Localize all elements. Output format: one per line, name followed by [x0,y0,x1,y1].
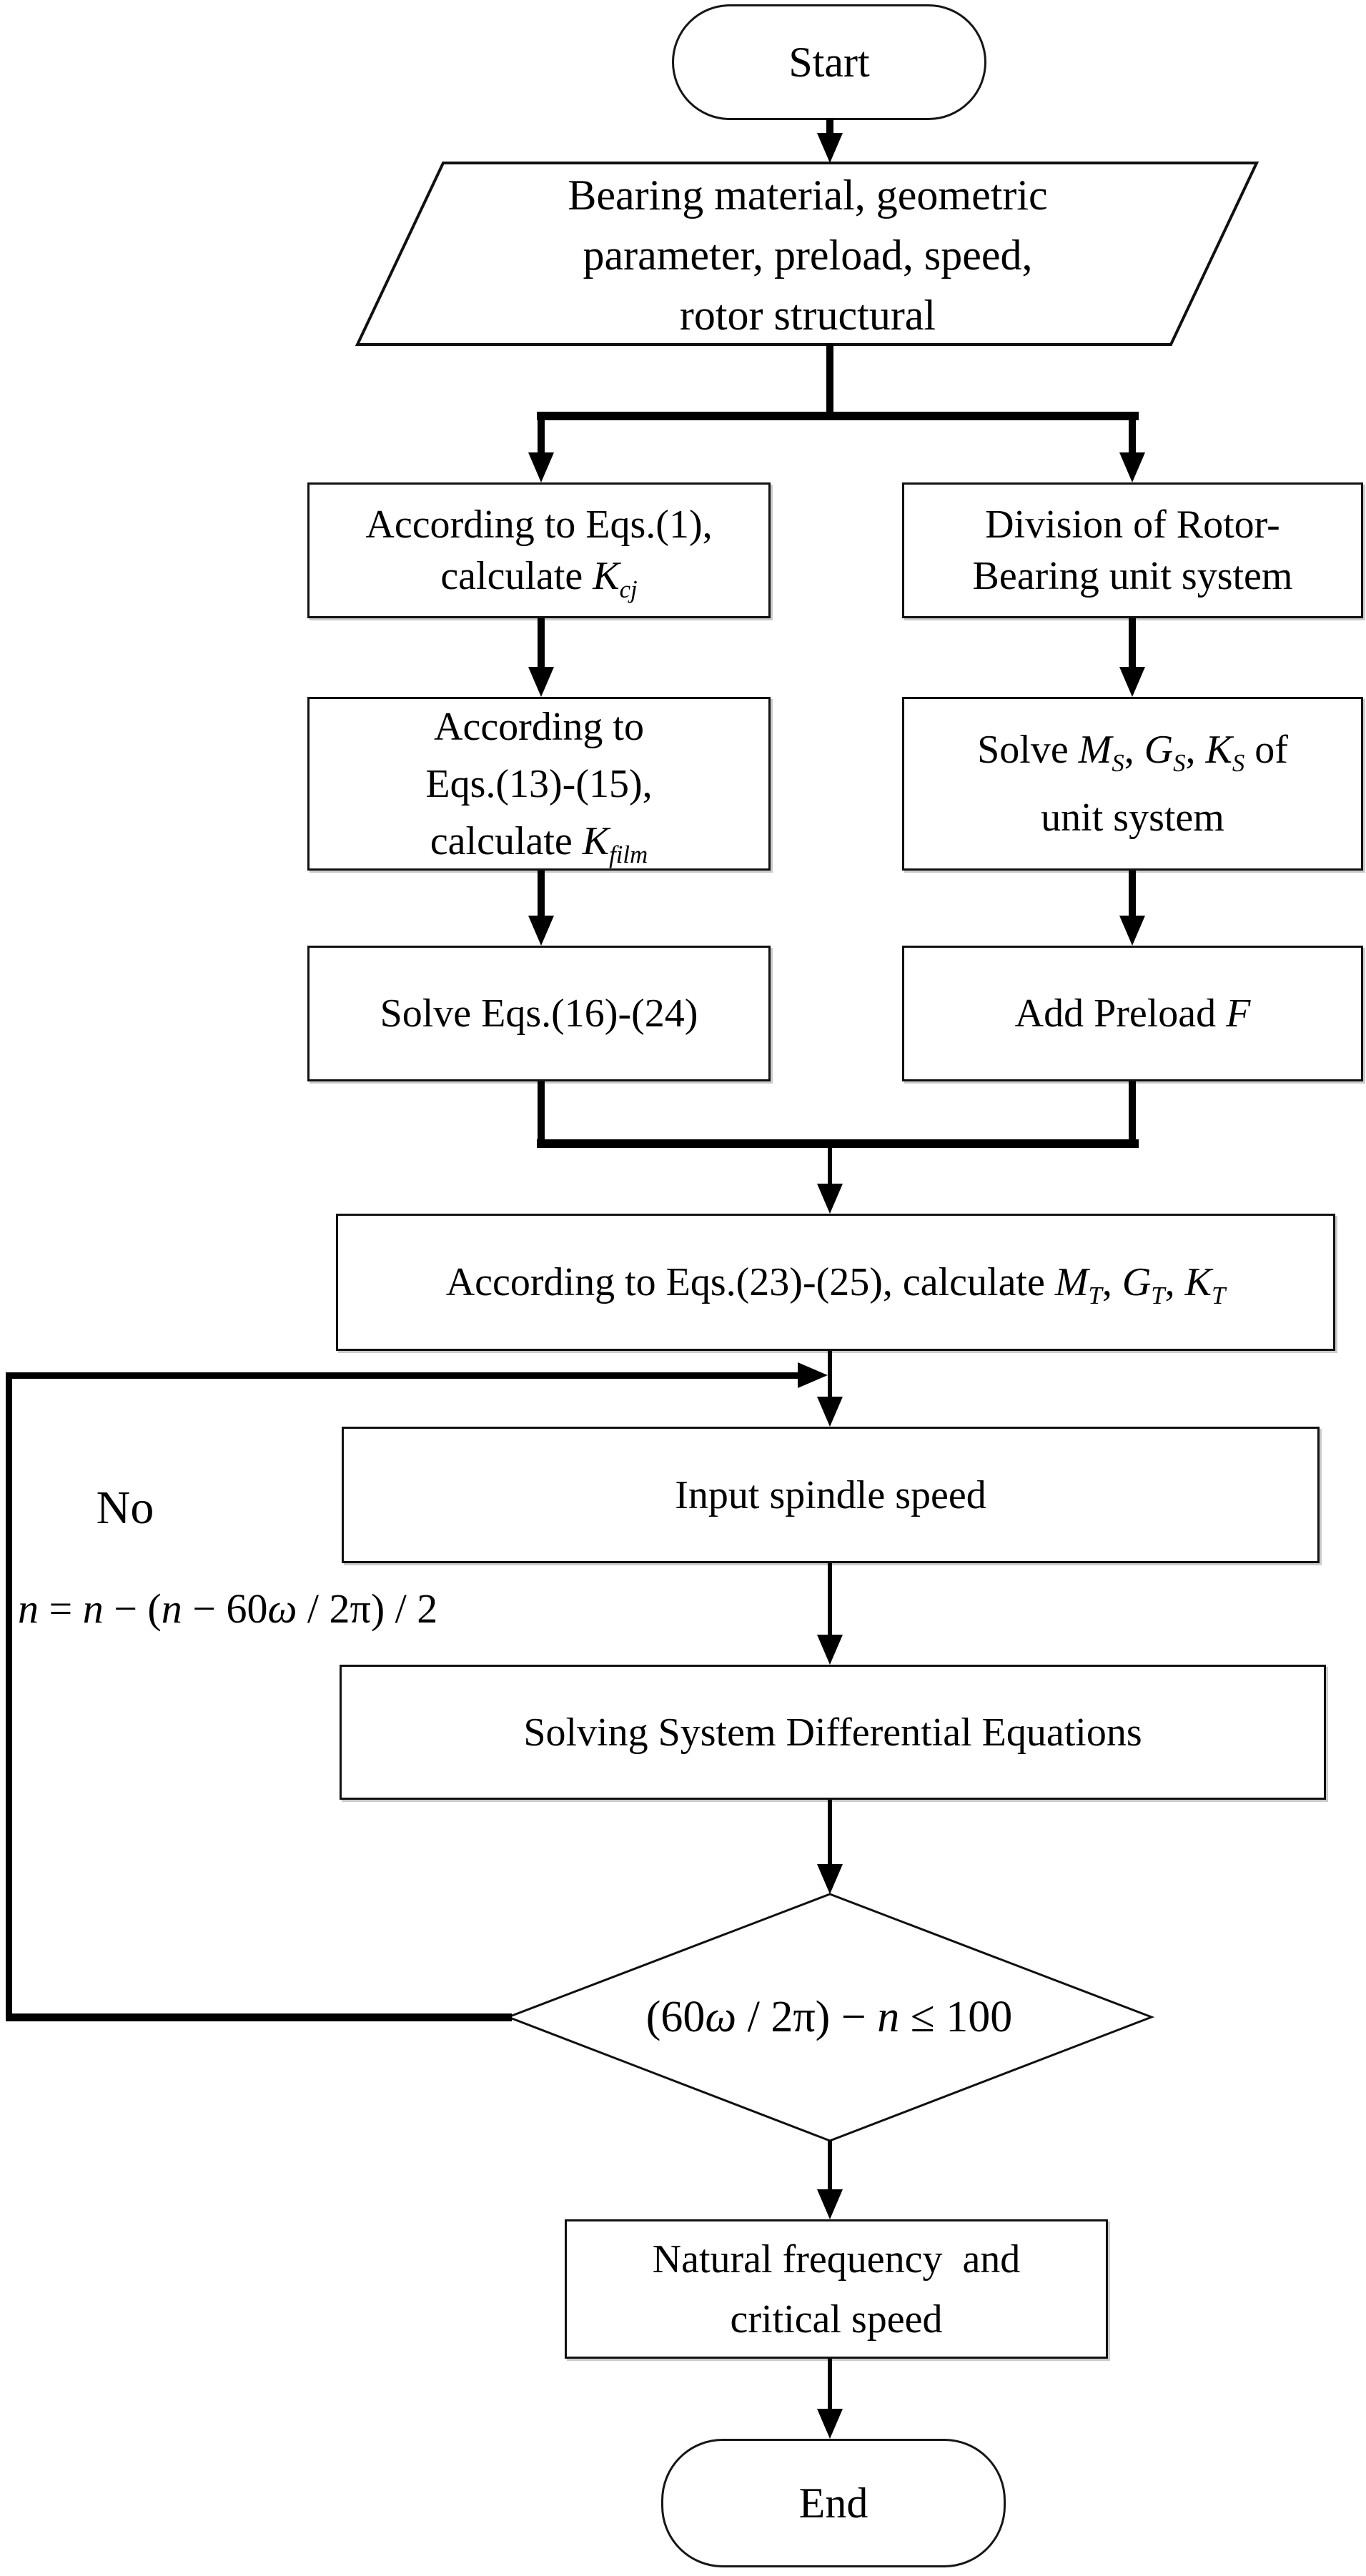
arrowhead-solve-to-preload [1119,916,1145,946]
line-start-to-input [826,119,833,137]
line-preload-to-merge [1129,1081,1136,1148]
line-decision-to-natfreq [828,2141,832,2192]
loop-bottom-line [6,2013,512,2021]
line-kcj-to-kfilm [538,618,545,670]
line-merge-to-calcmt [828,1144,832,1187]
loop-top-line [6,1372,799,1379]
line-kfilm-to-eqs [538,871,545,918]
process-calc-mt-gt-kt: According to Eqs.(23)-(25), calculate MT… [336,1214,1335,1351]
input-parallelogram-shape [355,162,1259,346]
arrowhead-merge-to-calcmt [817,1184,843,1214]
arrowhead-to-inputspeed [817,1397,843,1427]
arrowhead-kcj-to-kfilm [528,667,554,697]
arrowhead-natfreq-to-end [817,2409,843,2439]
process-solve-eqs-16-24: Solve Eqs.(16)-(24) [307,946,771,1081]
arrowhead-kfilm-to-eqs [528,916,554,946]
split-bar [537,412,1139,420]
decision-condition: (60ω / 2π) − n ≤ 100 [645,1992,1013,2041]
arrowhead-division-to-solve [1119,667,1145,697]
line-eqs-to-merge [538,1081,545,1148]
line-inputspeed-to-solving [828,1563,832,1638]
process-input-spindle-speed: Input spindle speed [342,1427,1320,1563]
arrowhead-start-to-input [817,133,843,163]
arrowhead-split-left [528,452,554,482]
line-split-left [538,412,545,456]
line-split-right [1129,412,1136,456]
process-add-preload: Add Preload F [902,946,1363,1081]
line-solving-to-decision [828,1800,832,1867]
loop-left-line [6,1372,12,2021]
arrowhead-inputspeed-to-solving [817,1635,843,1665]
process-division-rotor-bearing: Division of Rotor-Bearing unit system [902,482,1363,618]
start-terminator: Start [672,4,986,120]
end-terminator: End [661,2439,1006,2567]
arrowhead-decision-to-natfreq [817,2189,843,2219]
line-input-to-split [826,343,833,416]
merge-bar [537,1139,1139,1148]
line-natfreq-to-end [828,2359,832,2412]
no-branch-label: No [96,1481,154,1534]
line-calcmt-to-inputspeed [828,1351,832,1400]
line-solve-to-preload [1129,871,1136,918]
no-branch-equation: n = n − (n − 60ω / 2π) / 2 [18,1585,438,1632]
arrowhead-loop-join [798,1362,828,1388]
line-division-to-solve [1129,618,1136,670]
process-calc-kcj: According to Eqs.(1),calculate Kcj [307,482,771,618]
process-solve-differential: Solving System Differential Equations [340,1665,1326,1800]
arrowhead-solving-to-decision [817,1864,843,1894]
arrowhead-split-right [1119,452,1145,482]
